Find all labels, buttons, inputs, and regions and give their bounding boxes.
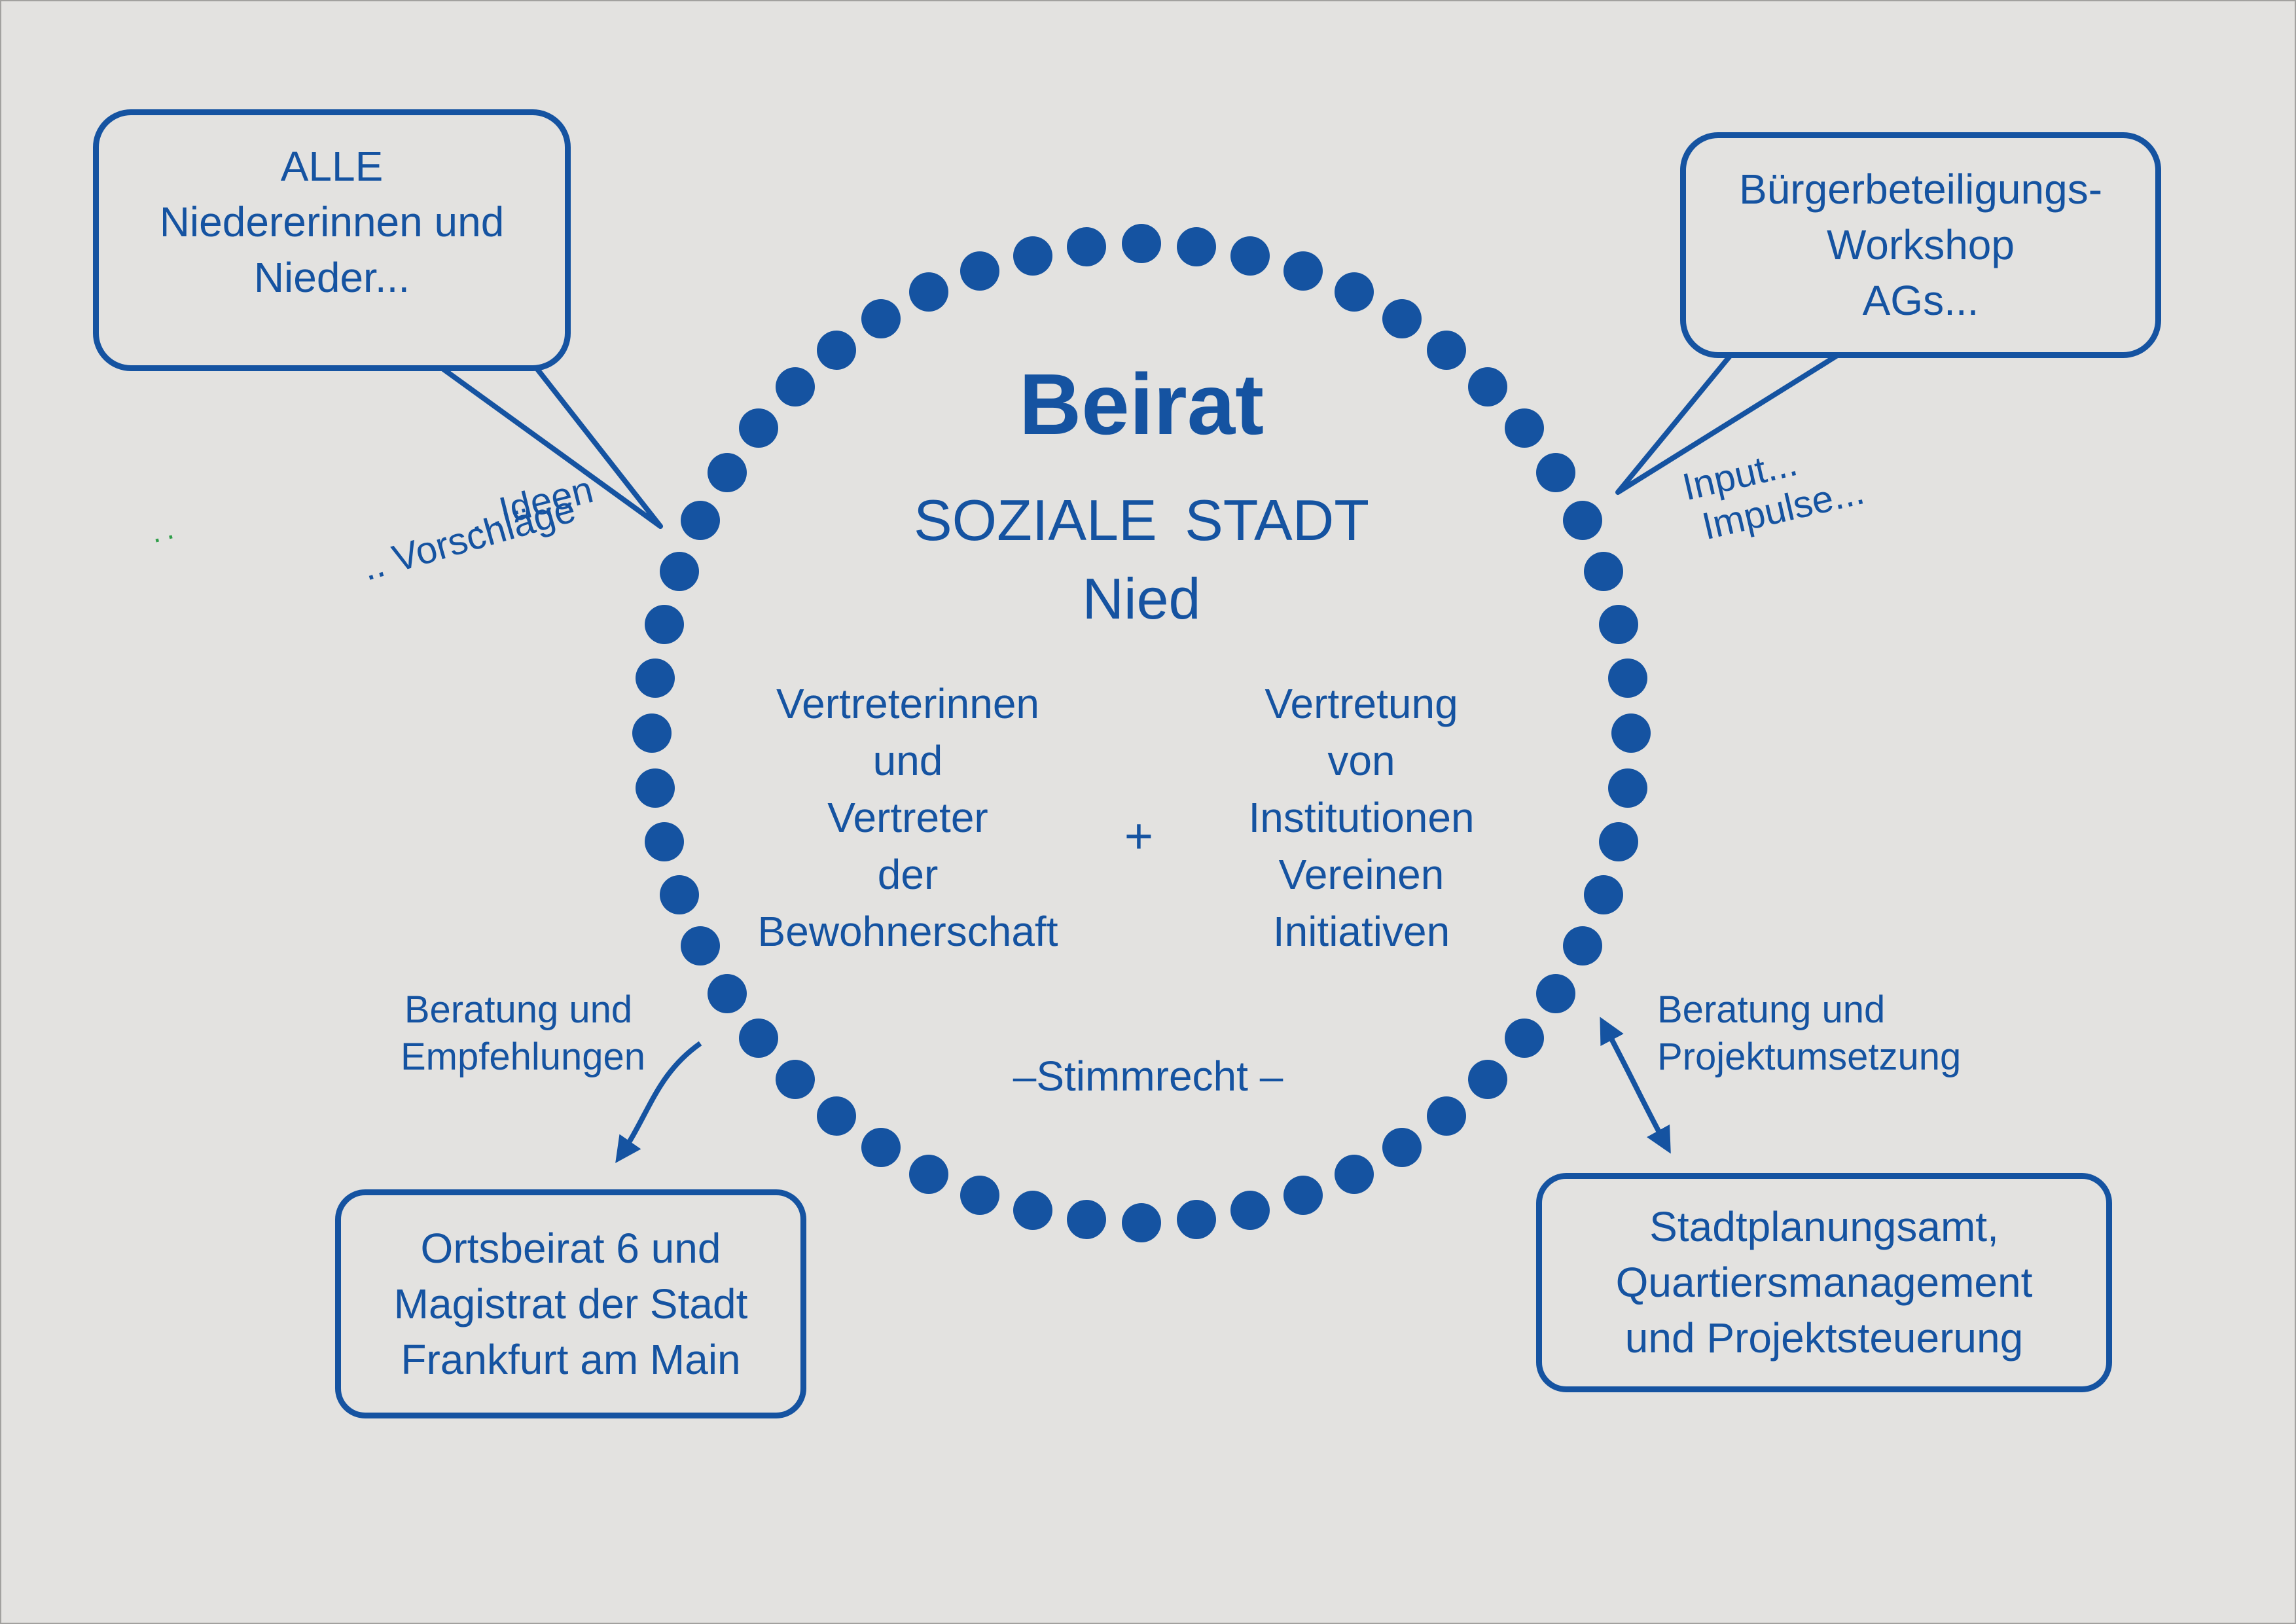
circle-dot — [1122, 224, 1161, 263]
bubble-line: Nieder... — [253, 254, 410, 301]
label-line: Projektumsetzung — [1657, 1036, 1962, 1078]
circle-dot — [1467, 367, 1507, 407]
right-column-line: Initiativen — [1272, 908, 1450, 955]
right-column-line: Institutionen — [1248, 794, 1475, 841]
circle-dot — [1599, 822, 1639, 862]
circle-name: Nied — [1082, 566, 1201, 631]
arrow-advice-right — [1600, 1017, 1671, 1154]
circle-dot — [776, 367, 816, 407]
circle-dot — [1536, 453, 1576, 493]
circle-dot — [1013, 236, 1052, 276]
circle-dot — [1611, 713, 1651, 753]
left-column-line: der — [877, 851, 939, 898]
circle-dot — [1427, 331, 1467, 370]
label-line: Beratung und — [404, 988, 633, 1031]
label-line: Empfehlungen — [401, 1036, 646, 1078]
label-line: Beratung und — [1657, 988, 1886, 1031]
box-stadtplanungsamt: Stadtplanungsamt, Quartiersmanagement un… — [1536, 1173, 2112, 1392]
box-line: Frankfurt am Main — [401, 1335, 741, 1383]
right-column-line: von — [1327, 737, 1395, 784]
label-beratung-empfehlungen: Beratung und Empfehlungen — [401, 986, 646, 1081]
circle-dot — [909, 1154, 949, 1194]
box-line: Magistrat der Stadt — [393, 1280, 748, 1327]
circle-dot — [659, 875, 699, 915]
circle-dot — [1536, 973, 1576, 1013]
circle-dot — [681, 501, 721, 541]
circle-dot — [776, 1059, 816, 1099]
bubble-line: Workshop — [1827, 221, 2015, 268]
right-column-line: Vertretung — [1265, 680, 1458, 727]
circle-dot — [1504, 408, 1544, 448]
circle-dot — [960, 1176, 999, 1216]
circle-dot — [635, 768, 675, 808]
left-column-line: Bewohnerschaft — [757, 908, 1058, 955]
circle-dot — [816, 1096, 856, 1136]
right-column-line: Vereinen — [1278, 851, 1444, 898]
circle-dot — [1599, 604, 1639, 644]
circle-dot — [1334, 1154, 1374, 1194]
box-line: Ortsbeirat 6 und — [420, 1224, 721, 1272]
speech-bubble-residents: ALLE Niedererinnen und Nieder... — [93, 109, 571, 371]
bubble-line: Niedererinnen und — [159, 198, 505, 245]
circle-dot — [707, 973, 747, 1013]
circle-dot — [1176, 1200, 1216, 1240]
circle-dot — [1467, 1059, 1507, 1099]
circle-dot — [1504, 1019, 1544, 1058]
circle-dot — [1382, 298, 1422, 338]
circle-dot — [861, 1128, 901, 1168]
circle-dot — [1230, 1191, 1270, 1231]
circle-dot — [816, 331, 856, 370]
circle-dot — [1382, 1128, 1422, 1168]
circle-dot — [632, 713, 672, 753]
left-column: Vertreterinnen und Vertreter der Bewohne… — [692, 676, 1124, 960]
circle-dot — [1067, 226, 1107, 266]
left-column-line: und — [872, 737, 943, 784]
circle-dot — [1283, 1176, 1323, 1216]
circle-dot — [1122, 1203, 1161, 1242]
arrow-advice-left — [615, 1041, 702, 1163]
circle-dot — [1562, 501, 1602, 541]
circle-dot — [739, 1019, 779, 1058]
circle-dot — [644, 604, 684, 644]
box-line: und Projektsteuerung — [1624, 1314, 2024, 1362]
circle-title: Beirat — [1018, 356, 1265, 452]
circle-dot — [1067, 1200, 1107, 1240]
circle-dot — [1176, 226, 1216, 266]
circle-dot — [707, 453, 747, 493]
label-beratung-projektumsetzung: Beratung und Projektumsetzung — [1657, 986, 1971, 1081]
box-line: Stadtplanungsamt, — [1649, 1203, 1999, 1250]
circle-subtitle: SOZIALE STADT — [913, 488, 1370, 552]
circle-dot — [1562, 926, 1602, 965]
circle-dot — [1013, 1191, 1052, 1231]
circle-dot — [659, 551, 699, 591]
right-column: Vertretung von Institutionen Vereinen In… — [1145, 676, 1577, 960]
circle-dot — [739, 408, 779, 448]
bubble-line: ALLE — [280, 143, 384, 190]
bubble-line: AGs... — [1862, 277, 1979, 324]
circle-dot — [960, 251, 999, 291]
box-line: Quartiersmanagement — [1615, 1259, 2033, 1306]
circle-dot — [644, 822, 684, 862]
box-ortsbeirat: Ortsbeirat 6 und Magistrat der Stadt Fra… — [335, 1189, 806, 1418]
speech-bubble-participation: Bürgerbeteiligungs- Workshop AGs... — [1680, 132, 2161, 358]
circle-dot — [1608, 659, 1648, 698]
left-column-line: Vertreter — [827, 794, 988, 841]
circle-dot — [861, 298, 901, 338]
bubble-line: Bürgerbeteiligungs- — [1739, 166, 2102, 213]
circle-dot — [1283, 251, 1323, 291]
circle-dot — [1230, 236, 1270, 276]
circle-dot — [1584, 551, 1624, 591]
left-column-line: Vertreterinnen — [776, 680, 1040, 727]
voting-note: –Stimmrecht – — [1013, 1053, 1283, 1100]
circle-dot — [909, 272, 949, 312]
circle-dot — [635, 659, 675, 698]
circle-dot — [681, 926, 721, 965]
circle-dot — [1427, 1096, 1467, 1136]
circle-dot — [1334, 272, 1374, 312]
circle-dot — [1608, 768, 1648, 808]
plus-sign: + — [1124, 808, 1154, 864]
circle-dot — [1584, 875, 1624, 915]
